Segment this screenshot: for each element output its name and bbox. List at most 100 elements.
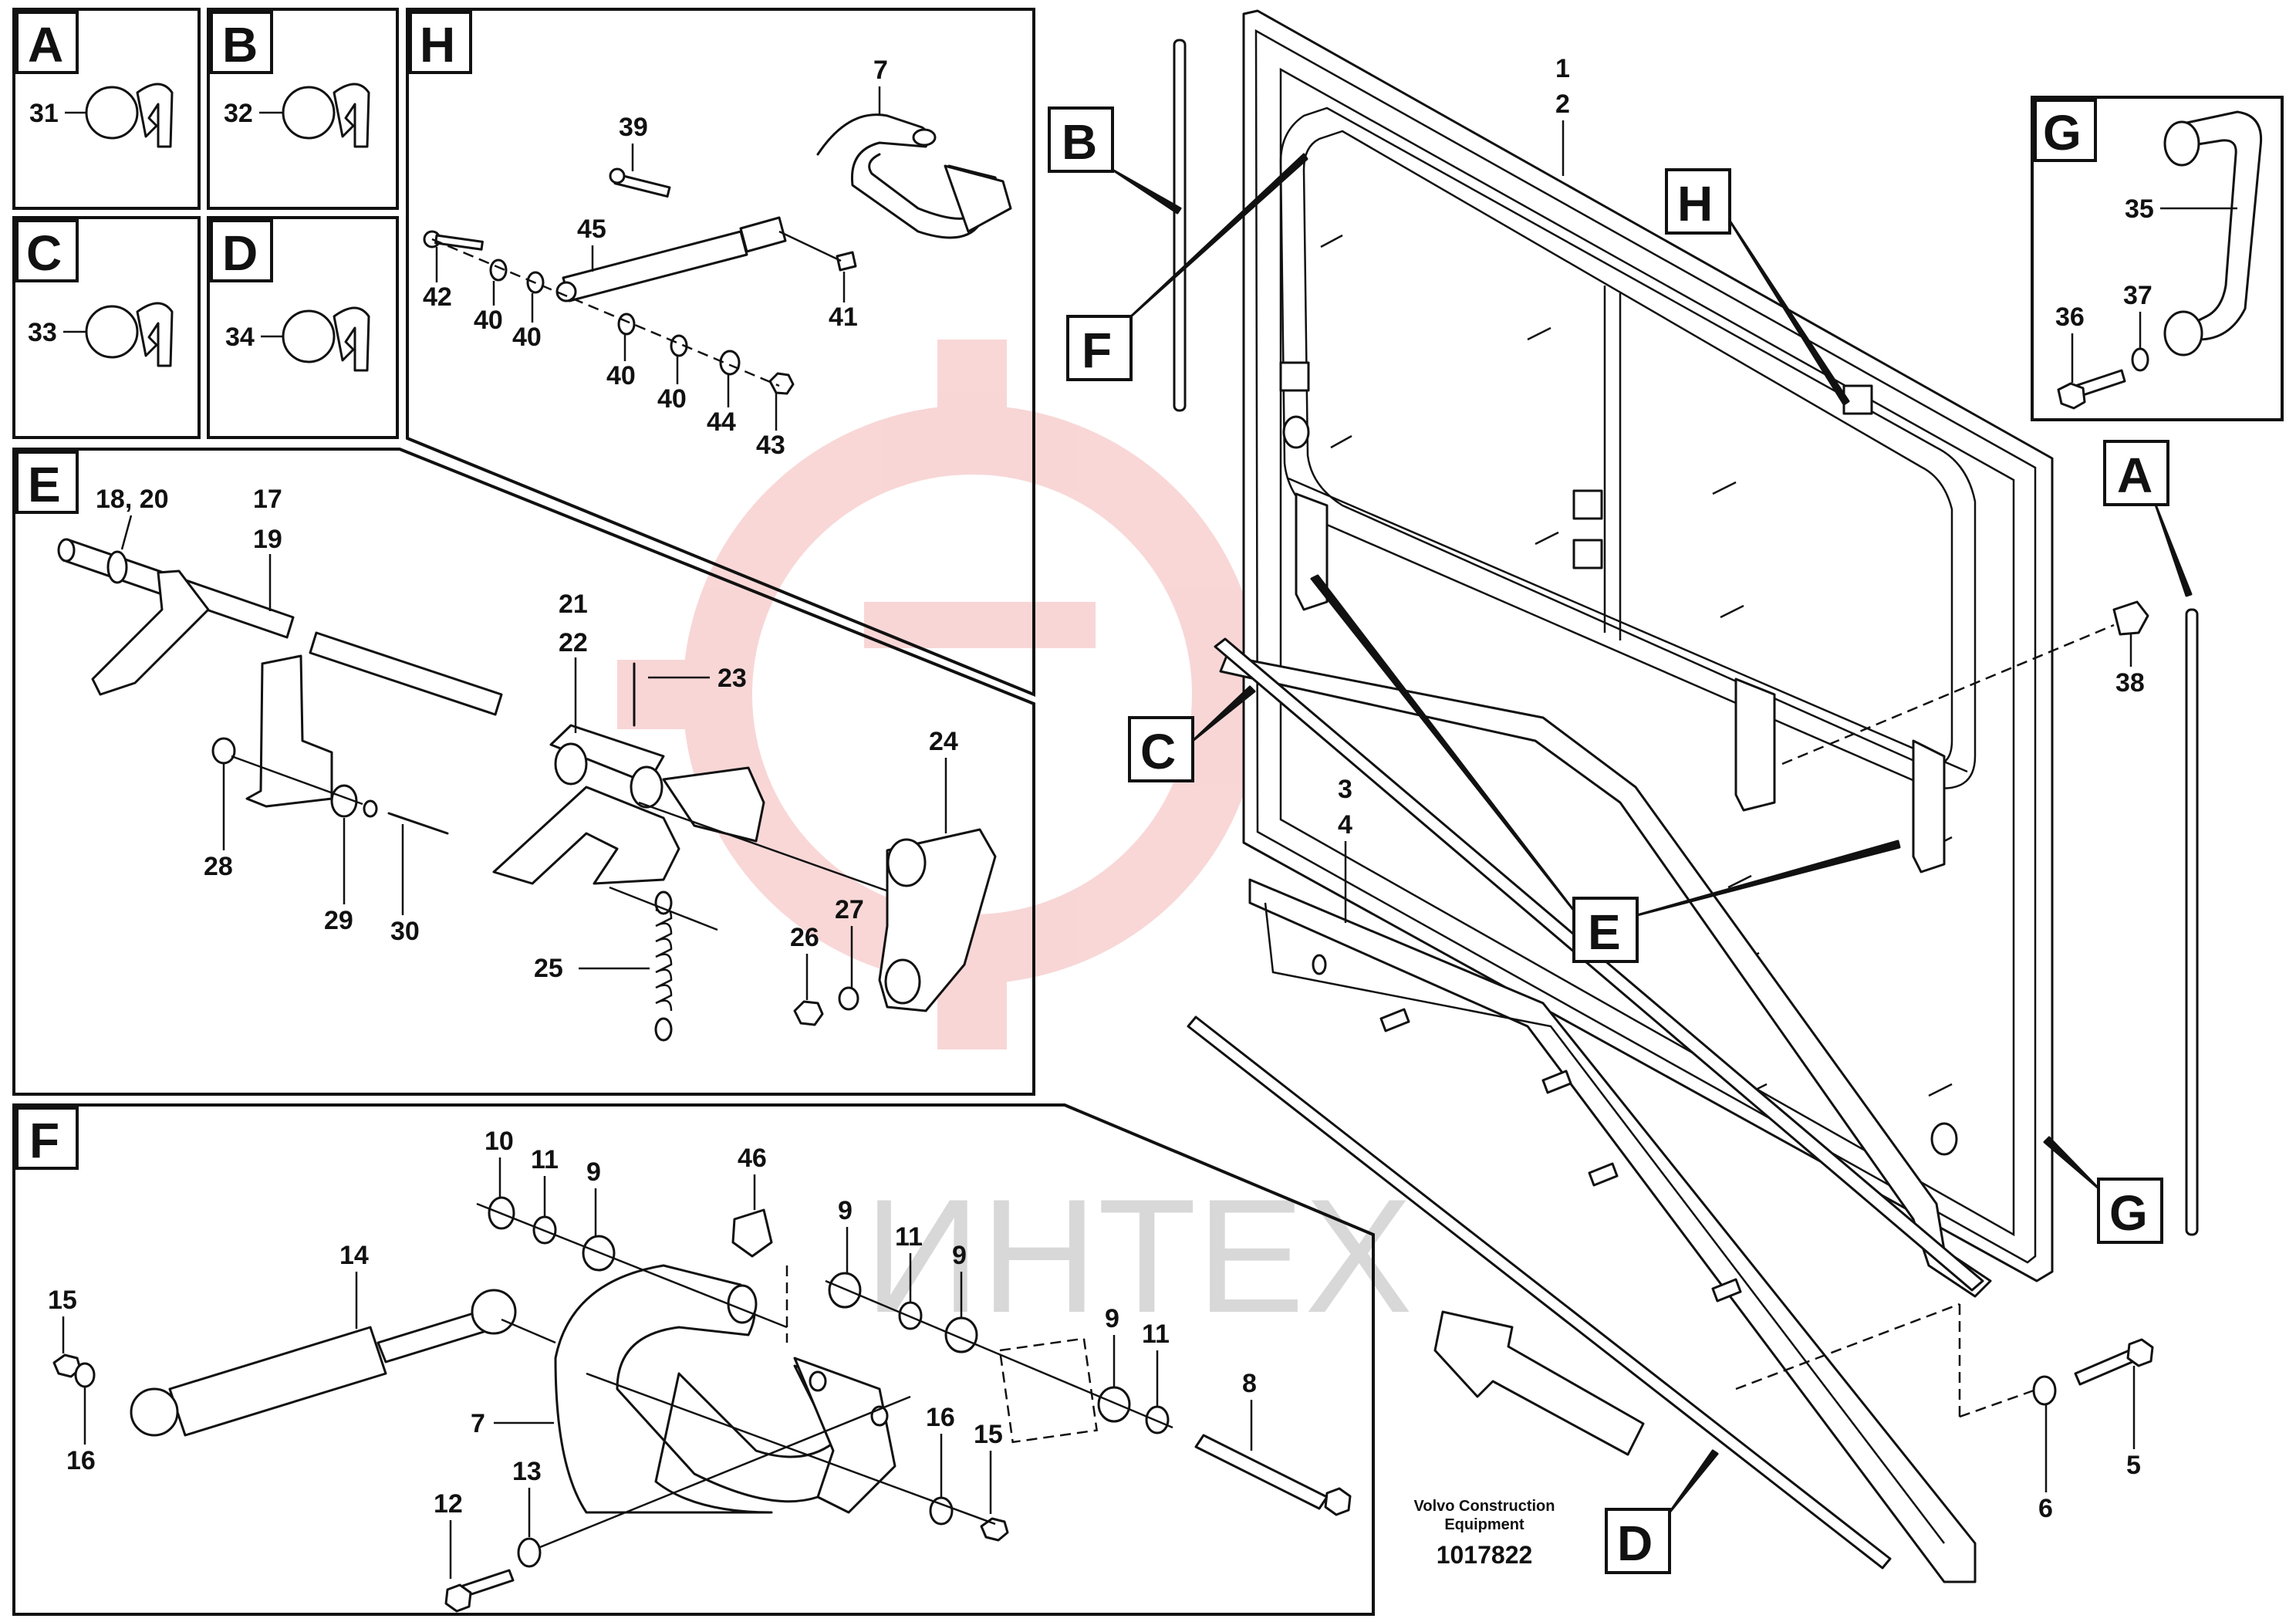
callout-g: G (2043, 1136, 2163, 1244)
callout-e: E (1310, 574, 1901, 963)
part-label-29: 29 (324, 906, 353, 935)
assembly-direction-arrow (1433, 1310, 1645, 1456)
part-label-33: 33 (28, 318, 57, 347)
part-label-16: 16 (926, 1403, 955, 1432)
edge-strip-a (2185, 608, 2199, 1236)
nut-43 (768, 372, 795, 395)
bolt-8 (1194, 1434, 1352, 1516)
gas-strut (555, 216, 787, 302)
part-label-15: 15 (974, 1420, 1003, 1449)
callout-c: C (1128, 685, 1256, 782)
part-label-38: 38 (2115, 668, 2145, 698)
latch-shaft (57, 538, 503, 716)
part-label-40: 40 (657, 384, 687, 414)
edge-strip-b (1173, 39, 1187, 412)
part-label-34: 34 (225, 323, 255, 352)
panel-h-letter: H (420, 17, 455, 73)
drawing-number: 1017822 (1437, 1541, 1533, 1569)
edge-clip-profile (85, 83, 174, 148)
washer-6 (2032, 1375, 2057, 1406)
panel-d: D 34 (207, 216, 399, 439)
part-label-11: 11 (531, 1145, 559, 1174)
edge-clip-profile (85, 302, 174, 367)
edge-strip-d (1187, 1015, 1892, 1570)
watermark-logo (617, 340, 1327, 1049)
handle-part-7 (816, 113, 1012, 239)
callout-h: H (1665, 168, 1850, 406)
panel-a-letter: A (28, 17, 63, 73)
part-label-27: 27 (835, 895, 864, 924)
bushing-9 (828, 1272, 862, 1309)
panel-h: H 7 (406, 8, 1035, 697)
part-label-11: 11 (1142, 1320, 1170, 1349)
part-label-12: 12 (434, 1489, 463, 1519)
part-label-46: 46 (738, 1144, 767, 1173)
part-label-28: 28 (204, 852, 233, 881)
bolt-head-5 (2126, 1338, 2154, 1367)
svg-text:G: G (2109, 1185, 2148, 1241)
edge-clip-profile (282, 306, 370, 372)
svg-text:F: F (1082, 323, 1112, 378)
part-label-35: 35 (2125, 194, 2154, 224)
panel-f-letter: F (29, 1113, 59, 1168)
svg-text:H: H (1677, 176, 1713, 231)
panel-f: F (12, 1103, 1375, 1616)
svg-text:A: A (2117, 448, 2152, 503)
svg-text:E: E (1588, 904, 1621, 960)
clip-41 (836, 251, 857, 272)
grab-handle (2163, 110, 2263, 357)
part-label-25: 25 (534, 954, 563, 983)
company-name-line2: Equipment (1444, 1516, 1524, 1533)
screw-head-36 (2057, 382, 2086, 410)
part-label-40: 40 (512, 323, 542, 352)
striker-plate (793, 828, 997, 1026)
part-label-24: 24 (929, 727, 958, 756)
part-label-30: 30 (390, 917, 420, 946)
door-frame-assembly (1173, 9, 2199, 1583)
part-label-14: 14 (339, 1241, 369, 1270)
panel-a: A 31 (12, 8, 201, 210)
part-label-10: 10 (485, 1127, 514, 1156)
bolt-39 (609, 167, 671, 198)
part-label-26: 26 (790, 923, 819, 952)
mounting-bracket (211, 654, 449, 835)
bolt-5 (2074, 1349, 2136, 1386)
part-label-21: 21 (559, 590, 588, 619)
gas-strut (130, 1289, 556, 1437)
part-label-42: 42 (423, 282, 452, 312)
part-label-15: 15 (48, 1286, 77, 1315)
part-label-9: 9 (838, 1196, 853, 1225)
part-label-2: 2 (1555, 90, 1570, 119)
part-label-5: 5 (2126, 1451, 2141, 1480)
watermark-text: ИНТЕХ (864, 1165, 1413, 1347)
part-label-1: 1 (1555, 54, 1570, 83)
part-label-22: 22 (559, 628, 588, 657)
callout-a: A (2103, 440, 2193, 597)
part-label-40: 40 (606, 361, 636, 390)
washer-40 (489, 259, 508, 282)
part-label-41: 41 (829, 302, 858, 332)
part-label-32: 32 (224, 99, 253, 128)
part-label-43: 43 (756, 431, 785, 460)
part-label-40: 40 (474, 306, 503, 335)
part-label-3: 3 (1338, 775, 1352, 804)
washer-11 (898, 1301, 923, 1330)
svg-text:B: B (1062, 114, 1097, 170)
panel-c-letter: C (26, 225, 62, 281)
edge-clip-profile (282, 83, 370, 148)
panel-d-letter: D (222, 225, 258, 281)
bushing-9 (944, 1316, 978, 1353)
svg-text:D: D (1617, 1516, 1653, 1571)
washer-16 (929, 1496, 954, 1526)
spacer-sleeve (998, 1337, 1099, 1444)
panel-c: C 33 (12, 216, 201, 439)
svg-text:C: C (1140, 724, 1176, 779)
rivet-38 (2112, 600, 2149, 636)
bolt-12 (444, 1537, 542, 1613)
part-label-6: 6 (2038, 1494, 2053, 1523)
part-label-9: 9 (952, 1241, 967, 1270)
part-label-39: 39 (619, 113, 648, 142)
part-label-8: 8 (1242, 1369, 1257, 1398)
cap-46 (731, 1208, 773, 1258)
